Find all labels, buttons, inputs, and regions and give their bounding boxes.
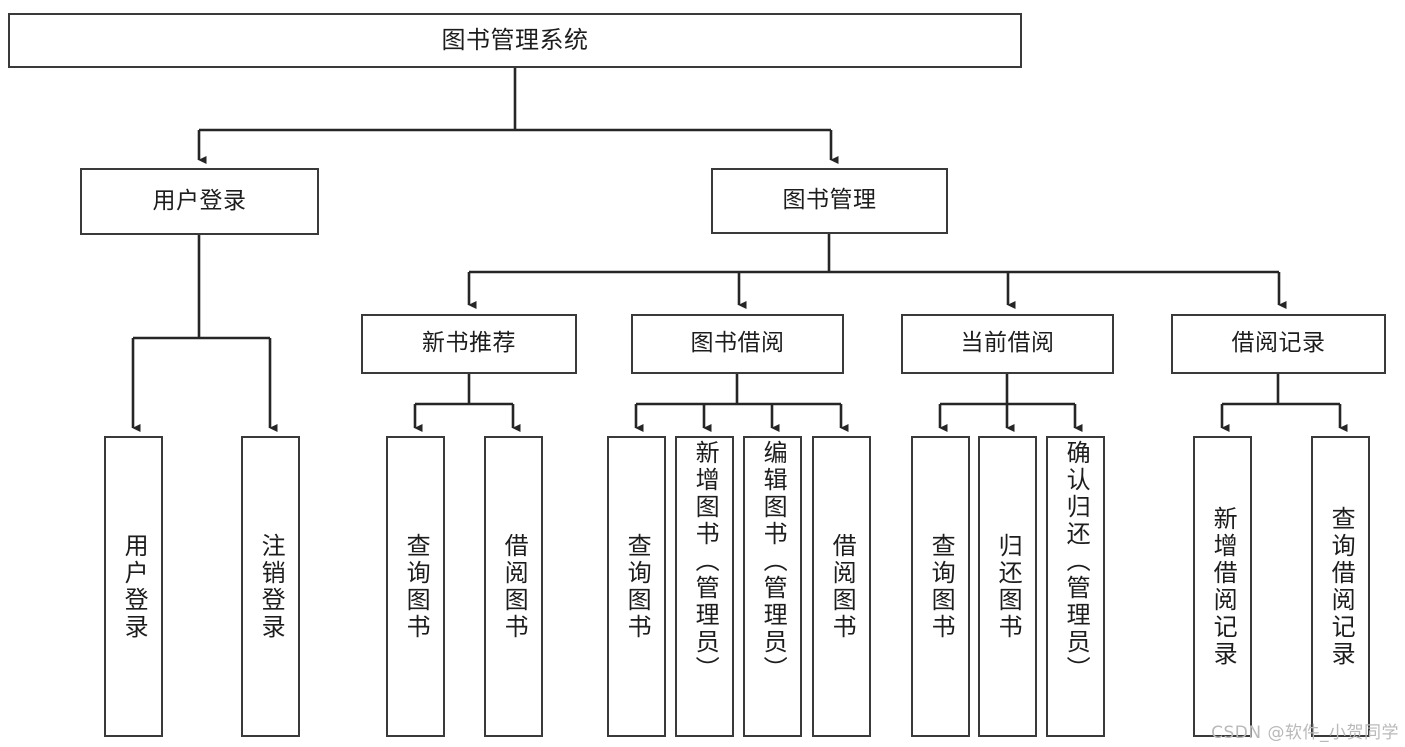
leaf-query-borrow-record[interactable]: 查询借阅记录	[1311, 436, 1370, 737]
node-current-borrow[interactable]: 当前借阅	[901, 314, 1114, 374]
node-user-login[interactable]: 用户登录	[80, 168, 319, 235]
node-label: 新书推荐	[422, 330, 516, 357]
node-label: 查询图书	[402, 532, 431, 641]
leaf-query-book-current[interactable]: 查询图书	[911, 436, 970, 737]
leaf-edit-book-admin[interactable]: 编辑图书（管理员）	[743, 436, 802, 737]
node-borrow-records[interactable]: 借阅记录	[1171, 314, 1386, 374]
node-root-system[interactable]: 图书管理系统	[8, 13, 1022, 68]
node-label: 图书借阅	[690, 330, 785, 357]
node-book-management[interactable]: 图书管理	[711, 168, 948, 234]
node-label: 查询借阅记录	[1327, 505, 1356, 668]
node-book-borrow[interactable]: 图书借阅	[631, 314, 844, 374]
node-label: 用户登录	[152, 187, 247, 214]
leaf-user-login[interactable]: 用户登录	[104, 436, 163, 737]
leaf-query-book-borrow[interactable]: 查询图书	[607, 436, 666, 737]
node-label: 借阅记录	[1231, 330, 1326, 357]
leaf-logout[interactable]: 注销登录	[241, 436, 300, 737]
node-label: 图书管理	[782, 187, 877, 214]
node-label: 归还图书	[994, 532, 1023, 641]
node-label: 借阅图书	[828, 532, 857, 641]
leaf-add-book-admin[interactable]: 新增图书（管理员）	[675, 436, 734, 737]
leaf-borrow-book[interactable]: 借阅图书	[812, 436, 871, 737]
node-label: 用户登录	[120, 532, 149, 641]
node-label: 注销登录	[257, 532, 286, 641]
node-label: 编辑图书（管理员）	[759, 440, 788, 683]
leaf-borrow-book-newbook[interactable]: 借阅图书	[484, 436, 543, 737]
node-label: 新增图书（管理员）	[691, 440, 720, 683]
node-label: 查询图书	[927, 532, 956, 641]
node-label: 查询图书	[623, 532, 652, 641]
node-label: 图书管理系统	[441, 26, 589, 55]
node-label: 当前借阅	[960, 330, 1055, 357]
leaf-confirm-return-admin[interactable]: 确认归还（管理员）	[1046, 436, 1105, 737]
leaf-return-book[interactable]: 归还图书	[978, 436, 1037, 737]
watermark-text: CSDN @软件_小贺同学	[1211, 723, 1399, 743]
node-new-book-recommend[interactable]: 新书推荐	[361, 314, 577, 374]
node-label: 新增借阅记录	[1209, 505, 1238, 668]
node-label: 借阅图书	[500, 532, 529, 641]
leaf-add-borrow-record[interactable]: 新增借阅记录	[1193, 436, 1252, 737]
leaf-query-book-newbook[interactable]: 查询图书	[386, 436, 445, 737]
node-label: 确认归还（管理员）	[1062, 440, 1091, 683]
